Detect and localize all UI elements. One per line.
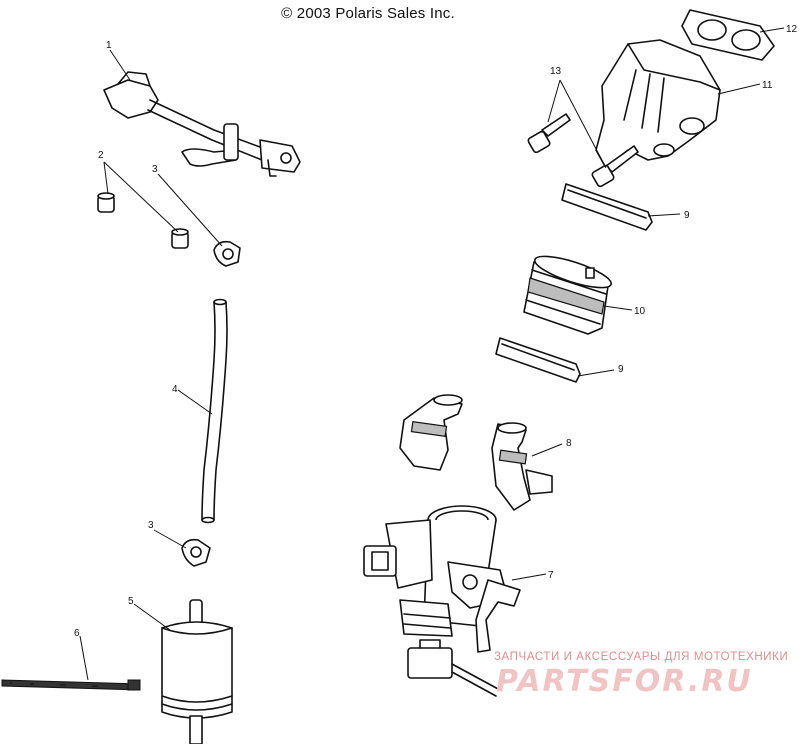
- cable-tie-part: [1, 679, 141, 691]
- callout-clamp-ring-lower: 9: [618, 364, 624, 375]
- callout-fuel-hose: 4: [172, 384, 178, 395]
- callout-labels: 1 2 3 4 3 5 6 7 8 9 10 9 11 12 13: [74, 24, 798, 639]
- coupler-part: [523, 255, 612, 335]
- callout-throttle-body: 7: [548, 570, 554, 581]
- fuel-rail-part: [103, 71, 301, 177]
- watermark-logo: PARTSFOR.RU: [496, 664, 753, 699]
- fuel-filter-part: [161, 599, 233, 744]
- callout-clamp-lower: 3: [148, 520, 154, 531]
- callout-clamp-upper: 3: [152, 164, 158, 175]
- clamp-part-lower: [181, 538, 211, 567]
- leader-lines: [79, 27, 785, 681]
- clamp-part-upper: [213, 240, 241, 267]
- callout-coupler: 10: [634, 306, 646, 317]
- clamp-ring-part-upper: [561, 183, 653, 231]
- callout-screw: 2: [98, 150, 104, 161]
- clamp-ring-part-lower: [495, 337, 581, 383]
- callout-bolt: 13: [550, 66, 562, 77]
- gasket-part: [681, 9, 775, 61]
- callout-fuel-injector: 8: [566, 438, 572, 449]
- copyright: © 2003 Polaris Sales Inc.: [281, 5, 455, 22]
- callout-intake-manifold: 11: [762, 80, 773, 91]
- callout-fuel-rail: 1: [106, 40, 112, 51]
- screw-part: [97, 192, 189, 249]
- callout-gasket: 12: [786, 24, 798, 35]
- bolt-part: [527, 113, 639, 188]
- watermark-caption: ЗАПЧАСТИ И АКСЕССУАРЫ ДЛЯ МОТОТЕХНИКИ: [494, 651, 789, 663]
- fuel-injector-part: [399, 394, 553, 511]
- callout-clamp-ring-upper: 9: [684, 210, 690, 221]
- intake-manifold-part: [595, 39, 721, 169]
- throttle-body-part: [363, 505, 521, 697]
- callout-cable-tie: 6: [74, 628, 80, 639]
- callout-fuel-filter: 5: [128, 596, 134, 607]
- fuel-hose-part: [201, 298, 228, 524]
